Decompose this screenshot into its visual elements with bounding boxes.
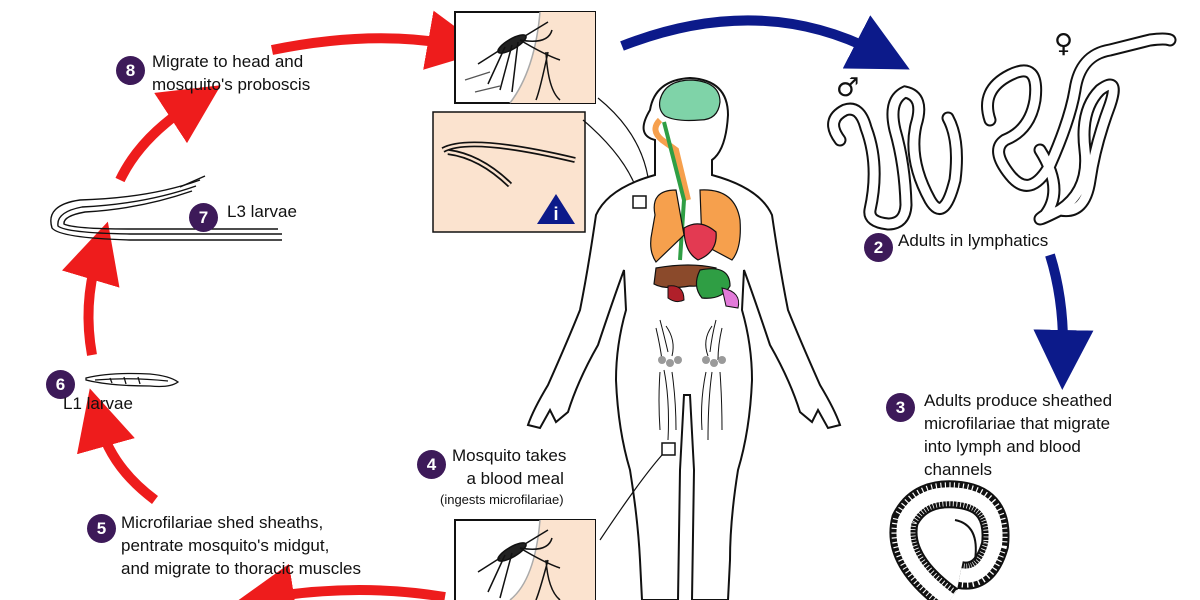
- kidney: [667, 285, 685, 303]
- arrow-7-to-8: [115, 85, 221, 183]
- step-6-badge: 6: [46, 370, 75, 399]
- mosquito-bite-panel-bottom: [454, 519, 596, 600]
- mosquito-stage-arrows: [61, 10, 488, 600]
- bite-site-shoulder: [632, 195, 647, 209]
- adult-worms: [827, 32, 1177, 231]
- step-8-badge: 8: [116, 56, 145, 85]
- step-8-label: Migrate to head and mosquito's proboscis: [152, 52, 311, 94]
- arrow-8-to-1: [271, 10, 488, 70]
- arrow-5-to-6: [77, 388, 159, 505]
- step-4-label: Mosquito takes a blood meal: [452, 446, 567, 488]
- lungs-left: [650, 189, 685, 263]
- arrow-4-to-5: [234, 563, 446, 600]
- step-7-badge: 7: [189, 203, 218, 232]
- step-3-label: Adults produce sheathed microfilariae th…: [924, 391, 1113, 479]
- intestine: [721, 287, 740, 309]
- step-6-label: L1 larvae: [63, 394, 133, 413]
- lymph-vessels: [655, 319, 723, 441]
- sheathed-microfilaria: [889, 480, 1010, 600]
- step-4-badge: 4: [417, 450, 446, 479]
- heart: [683, 223, 717, 261]
- human-stage-arrows: [620, 15, 1094, 390]
- male-symbol-icon: ♂: [836, 73, 859, 103]
- female-symbol-icon: ♀: [1054, 29, 1073, 59]
- stomach: [695, 268, 731, 299]
- step-2-badge: 2: [864, 233, 893, 262]
- l1-larva: [85, 372, 180, 388]
- info-triangle-icon: [537, 194, 575, 224]
- mosquito-icon-bottom: [477, 529, 561, 599]
- step-3-badge: 3: [886, 393, 915, 422]
- arrow-2-to-3: [1033, 253, 1094, 390]
- bite-site-leg: [661, 442, 676, 456]
- step-7-label: L3 larvae: [227, 202, 297, 221]
- step-4-note: (ingests microfilariae): [440, 492, 564, 507]
- arrow-6-to-7: [61, 221, 120, 356]
- airway: [652, 117, 691, 201]
- step-5-badge: 5: [87, 514, 116, 543]
- infective-larva-panel: i: [432, 111, 641, 233]
- female-worm: [981, 32, 1177, 226]
- body-outline: [526, 76, 842, 600]
- info-letter: i: [553, 204, 558, 224]
- step-2-label: Adults in lymphatics: [898, 231, 1049, 250]
- brain: [658, 79, 721, 122]
- arrow-1-to-2: [620, 15, 910, 70]
- male-worm: [827, 85, 963, 231]
- step-5-label: Microfilariae shed sheaths, pentrate mos…: [121, 513, 361, 578]
- lymph-nodes: [658, 356, 726, 367]
- human-body: [526, 76, 842, 600]
- mosquito-icon: [477, 21, 561, 93]
- mosquito-bite-panel-top: [454, 11, 651, 201]
